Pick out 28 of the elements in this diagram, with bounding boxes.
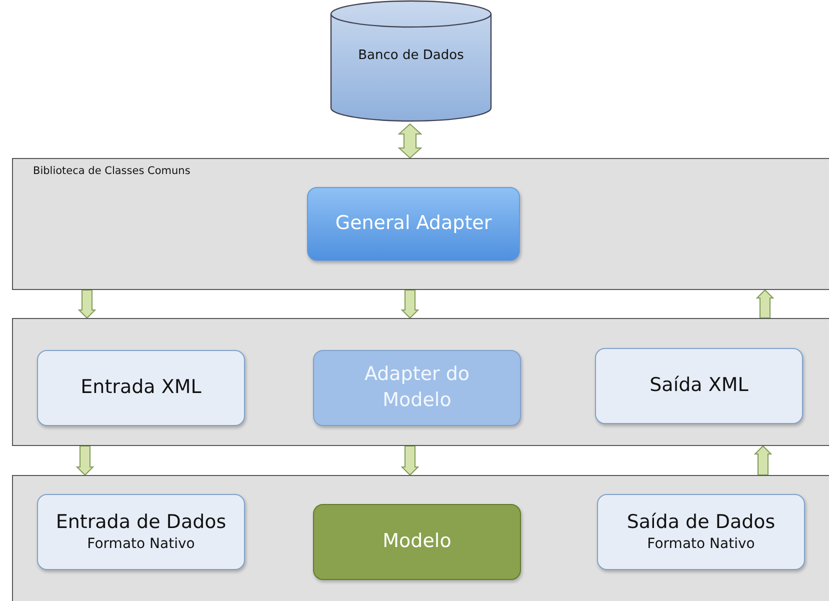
component-subtitle: Formato Nativo (87, 535, 195, 554)
block-arrow (754, 445, 772, 476)
database-label: Banco de Dados (357, 48, 465, 63)
component-box (37, 494, 245, 570)
block-arrow (400, 290, 420, 319)
component-label: Entrada XML (80, 375, 202, 400)
block-arrow (756, 289, 774, 318)
component-label: Saída de Dados (626, 510, 776, 535)
block-arrow (400, 446, 420, 476)
component-box (313, 504, 521, 580)
component-box (313, 350, 521, 426)
component-box (595, 348, 803, 424)
layer-title: Biblioteca de Classes Comuns (33, 165, 190, 177)
component-label: Modelo (382, 529, 452, 554)
block-arrow (398, 123, 422, 159)
component-subtitle: Formato Nativo (647, 535, 755, 554)
layer-band (12, 318, 829, 446)
layer-band (12, 158, 829, 290)
layer-band (12, 475, 829, 601)
component-box (307, 187, 520, 261)
component-box (37, 350, 245, 426)
component-label: Entrada de Dados (56, 510, 226, 535)
block-arrow (76, 446, 94, 476)
component-box (597, 494, 805, 570)
component-label: General Adapter (335, 211, 492, 236)
component-label: Saída XML (650, 373, 748, 398)
component-label: Adapter do Modelo (363, 362, 471, 413)
block-arrow (78, 290, 96, 319)
